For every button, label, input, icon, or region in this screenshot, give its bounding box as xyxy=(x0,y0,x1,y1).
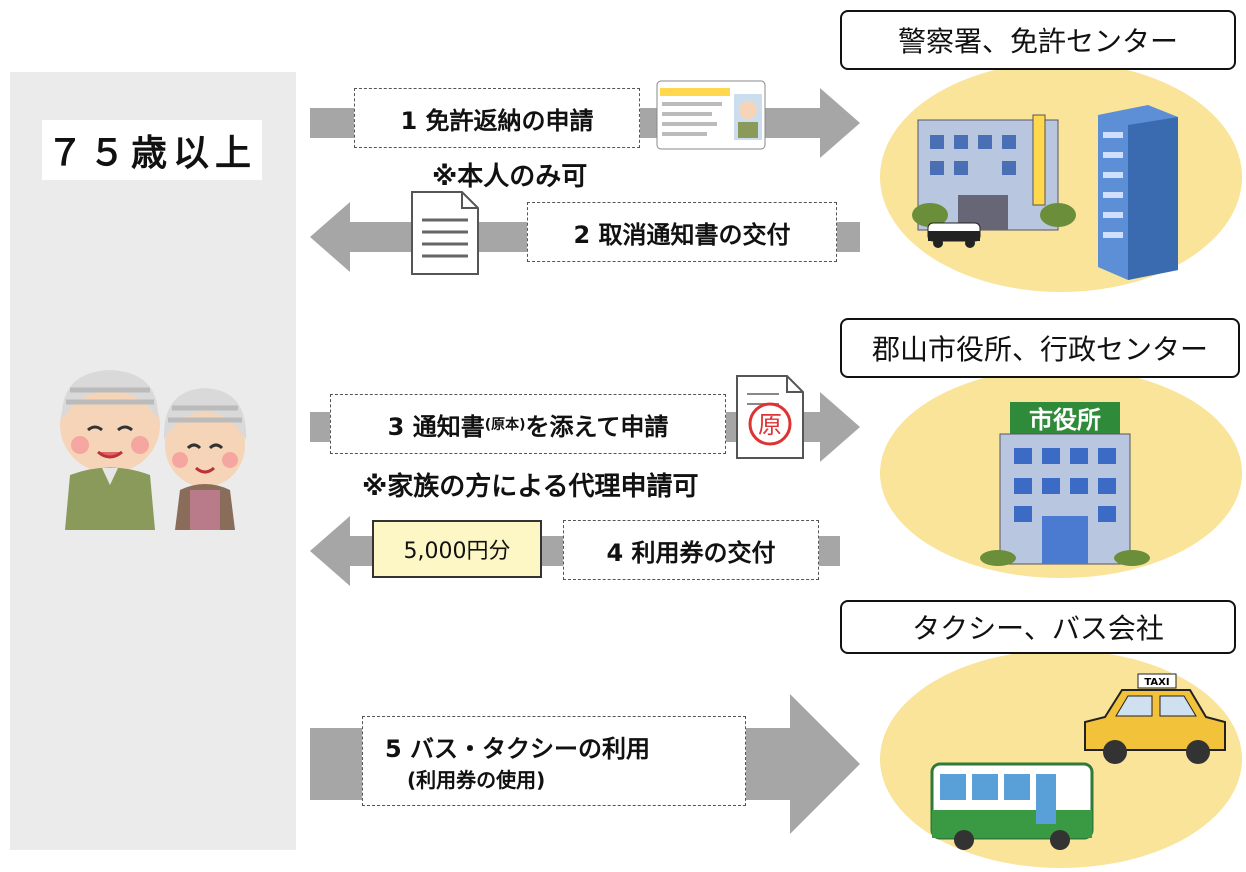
stamp-char: 原 xyxy=(758,411,782,439)
document-icon xyxy=(411,191,479,275)
step-1-note: ※本人のみ可 xyxy=(432,162,588,192)
left-panel xyxy=(10,72,296,850)
city-hall-icon: 市役所 xyxy=(980,402,1150,566)
destination-city: 郡山市役所、行政センター xyxy=(840,318,1240,378)
elderly-couple-icon xyxy=(60,370,247,530)
taxi-sign: TAXI xyxy=(1144,677,1169,688)
taxi-icon: TAXI xyxy=(1084,673,1226,764)
police-station-icon xyxy=(912,105,1178,280)
step-5-line-1: 5 バス・タクシーの利用 xyxy=(385,735,651,763)
destination-police: 警察署、免許センター xyxy=(840,10,1236,70)
step-3-text-b: を添えて申請 xyxy=(525,412,669,441)
city-hall-sign: 市役所 xyxy=(1029,406,1101,434)
destination-transport: タクシー、バス会社 xyxy=(840,600,1236,654)
step-3-label: 3 通知書(原本)を添えて申請 xyxy=(330,394,726,454)
step-3-text-small: (原本) xyxy=(484,417,526,433)
voucher-ticket: 5,000円分 xyxy=(372,520,542,578)
step-5-label: 5 バス・タクシーの利用 (利用券の使用) xyxy=(362,716,746,806)
license-card-icon xyxy=(656,80,766,150)
step-3-text-a: 3 通知書 xyxy=(387,412,485,441)
step-3-note: ※家族の方による代理申請可 xyxy=(362,472,699,502)
age-label: ７５歳以上 xyxy=(42,120,262,180)
original-document-icon: 原 xyxy=(736,375,804,459)
bus-icon xyxy=(930,762,1094,850)
step-5-line-2: (利用券の使用) xyxy=(407,768,546,792)
step-4-label: 4 利用券の交付 xyxy=(563,520,819,580)
step-2-label: 2 取消通知書の交付 xyxy=(527,202,837,262)
step-1-label: 1 免許返納の申請 xyxy=(354,88,640,148)
